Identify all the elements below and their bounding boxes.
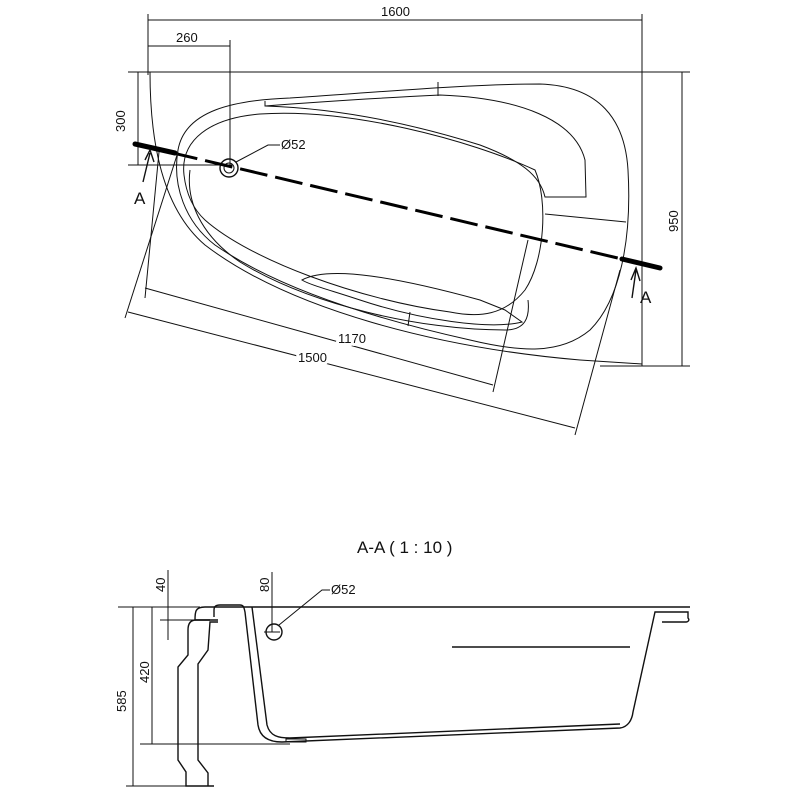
section-marker-right: A xyxy=(640,288,652,307)
dim-1500-label: 1500 xyxy=(298,350,327,365)
dim-line-1500 xyxy=(127,311,576,429)
dim-300-label: 300 xyxy=(113,110,128,132)
dim-40-label: 40 xyxy=(153,578,168,592)
armrest-top xyxy=(264,94,587,198)
top-view: Ø52 A A 1170 1500 1600 260 300 950 xyxy=(113,4,690,436)
dim-1600-label: 1600 xyxy=(381,4,410,19)
dim-1170-label: 1170 xyxy=(338,331,366,346)
dim-950-label: 950 xyxy=(666,210,681,232)
section-view: A-A ( 1 : 10 ) Ø52 40 80 420 585 xyxy=(114,538,690,787)
section-line-a-a xyxy=(134,142,661,270)
section-marker-left: A xyxy=(134,189,146,208)
outer-shell-outline xyxy=(149,71,643,365)
section-title: A-A ( 1 : 10 ) xyxy=(357,538,452,557)
dim-line-1170 xyxy=(144,287,494,386)
section-drain-diameter-label: Ø52 xyxy=(331,582,356,597)
dim-420-label: 420 xyxy=(137,661,152,683)
section-arrow-left-icon xyxy=(142,148,155,183)
basin-outline xyxy=(183,112,544,316)
drain-icon xyxy=(219,158,239,178)
dim-80-label: 80 xyxy=(257,578,272,592)
section-arrow-right-icon xyxy=(630,265,641,299)
armrest-bottom xyxy=(301,273,524,326)
rim-outline xyxy=(176,83,630,350)
dim-585-label: 585 xyxy=(114,690,129,712)
support-leg xyxy=(177,619,218,787)
dim-260-label: 260 xyxy=(176,30,198,45)
drain-diameter-label: Ø52 xyxy=(281,137,306,152)
